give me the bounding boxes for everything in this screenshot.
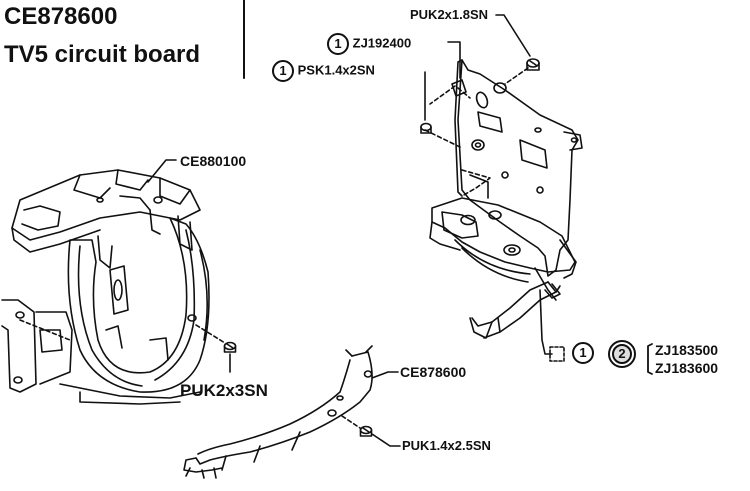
screw-puk2x1.8 (526, 58, 540, 71)
circled-number-2: 2 (612, 344, 632, 364)
leader-screw-top (495, 14, 531, 57)
circled-number-1: 1 (572, 342, 594, 364)
label-ring-part-group: 1 ZJ192400 (327, 33, 411, 55)
label-screw-puk1.4x2.5sn: PUK1.4x2.5SN (402, 438, 491, 453)
leader-frame (147, 159, 177, 183)
curved-board-ce878600 (183, 345, 373, 479)
header-part-name: TV5 circuit board (4, 41, 201, 68)
header-part-number: CE878600 (4, 3, 118, 30)
frame-assembly (1, 169, 237, 405)
label-ring-part: ZJ192400 (352, 35, 412, 51)
screw-puk1.4x2.5 (359, 425, 373, 437)
label-screw-psk1.4x2sn: PSK1.4x2SN (297, 62, 375, 78)
label-frame-ce880100: CE880100 (180, 153, 247, 169)
label-alt-part-zj183500: ZJ183500 (655, 342, 719, 358)
double-circled-number-2: 2 (608, 340, 636, 368)
label-screw-left-group: 1 PSK1.4x2SN (272, 60, 375, 82)
circled-number-1: 1 (327, 33, 349, 55)
leader-ring-part (447, 41, 461, 79)
circled-number-1: 1 (272, 60, 294, 82)
alt-parts-circles: 1 (572, 342, 594, 364)
upper-board-assembly (420, 58, 583, 355)
label-alt-part-zj183600: ZJ183600 (655, 360, 719, 376)
alt-parts-double-circle: 2 (608, 340, 636, 368)
alt-parts-bracket (647, 343, 653, 375)
leader-screw-board (371, 433, 401, 447)
screw-puk2x3 (223, 341, 237, 353)
label-board-ce878600: CE878600 (400, 364, 467, 380)
alt-parts-marker (549, 346, 565, 362)
label-screw-puk2x1.8sn: PUK2x1.8SN (410, 7, 489, 22)
label-screw-puk2x3sn: PUK2x3SN (180, 381, 268, 400)
screw-psk1.4x2 (420, 122, 432, 134)
leader-board (371, 371, 399, 379)
